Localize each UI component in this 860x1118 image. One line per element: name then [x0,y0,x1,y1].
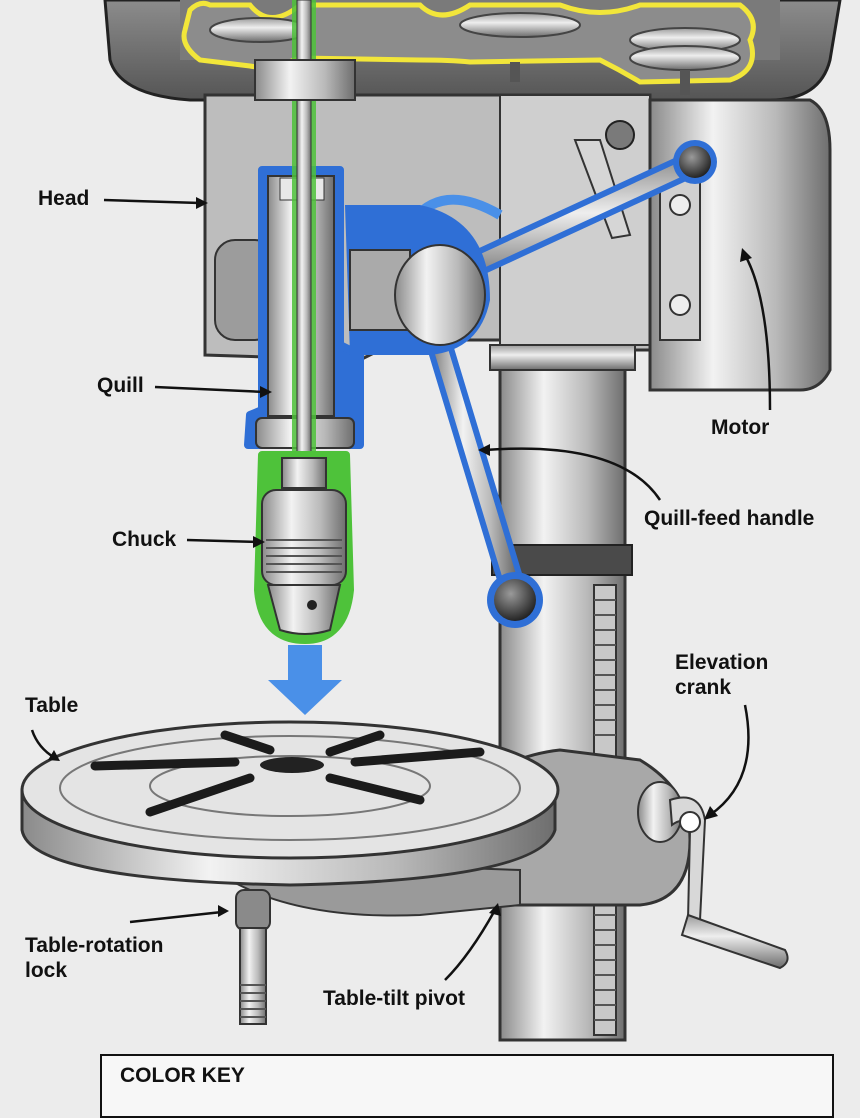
leader-lines [30,198,772,981]
label-head: Head [38,187,90,210]
table [20,720,560,887]
label-quill-feed-handle: Quill-feed handle [644,507,815,530]
quill-feed-handle [345,140,717,628]
label-chuck: Chuck [112,528,177,551]
leader-arrowheads [48,197,752,917]
feed-direction-arrow-icon [268,645,342,715]
elevation-crank [637,781,789,970]
spindle [254,0,356,461]
label-motor: Motor [711,416,770,439]
pulleys-and-belt [181,0,756,95]
label-table-tilt-pivot: Table-tilt pivot [323,987,465,1010]
motor [648,98,832,392]
color-key: COLOR KEY [100,1054,834,1118]
table-rotation-lock [235,889,271,1025]
label-table-rotation-lock-line1: Table-rotation [25,934,164,957]
label-elevation-crank-line2: crank [675,676,732,699]
drill-press-diagram: Head Quill Chuck Motor Quill-feed handle… [20,0,842,1118]
label-table: Table [25,694,79,717]
label-elevation-crank-line1: Elevation [675,651,769,674]
label-quill: Quill [97,374,144,397]
drill-press-illustration [20,0,842,1042]
label-table-rotation-lock-line2: lock [25,959,68,982]
chuck [254,451,354,644]
color-key-title: COLOR KEY [120,1064,245,1087]
